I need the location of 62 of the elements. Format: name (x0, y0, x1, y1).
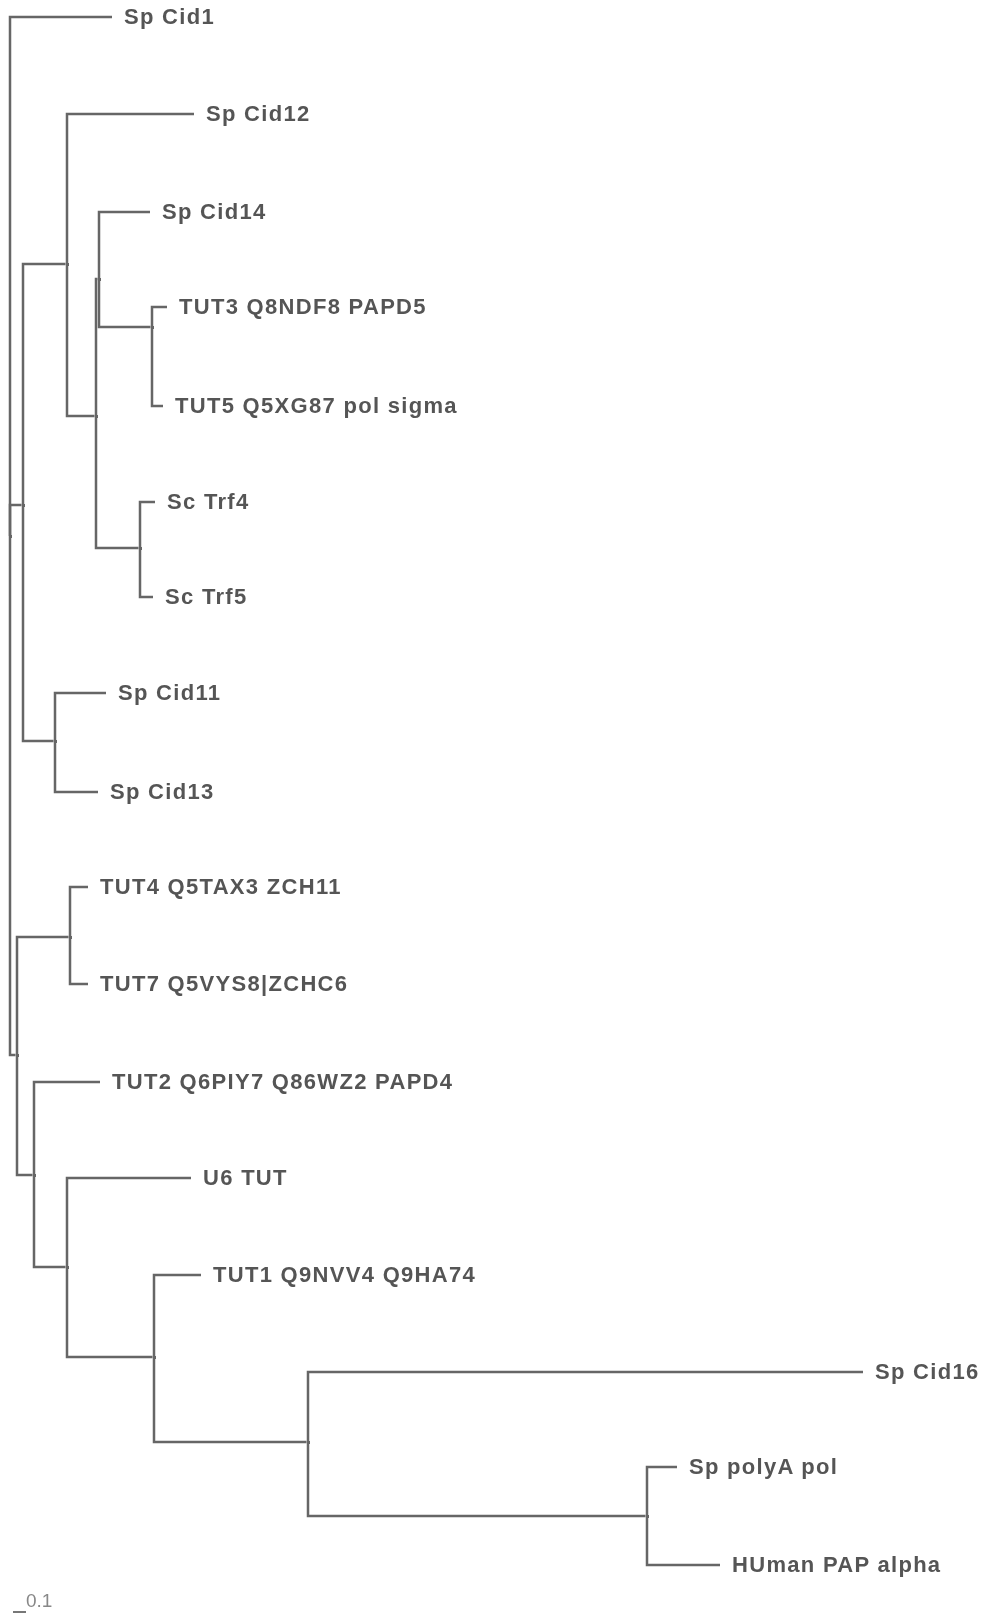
branch-point (306, 1440, 310, 1444)
taxon-label: Sp Cid11 (106, 680, 222, 706)
tree-branch (97, 279, 151, 329)
tree-branch (65, 1267, 153, 1359)
tree-branch (94, 277, 99, 416)
tree-branch (65, 264, 95, 418)
tree-branch (53, 741, 98, 794)
tree-branch (32, 1175, 66, 1269)
tree-branch (21, 505, 54, 743)
tree-branch (65, 112, 194, 264)
branch-point (97, 277, 101, 281)
branch-point (15, 1053, 19, 1057)
branch-point (21, 503, 25, 507)
taxon-label: HUman PAP alpha (720, 1552, 942, 1578)
tree-branch (15, 935, 69, 1055)
branch-point (138, 546, 142, 550)
tree-branch (21, 262, 66, 505)
branch-point (32, 1173, 36, 1177)
branch-point (68, 935, 72, 939)
tree-branch (94, 416, 139, 550)
branch-point (150, 325, 154, 329)
taxon-label: Sp Cid13 (98, 779, 215, 805)
tree-branch (138, 500, 155, 548)
tree-branch (306, 1442, 646, 1518)
branch-point (645, 1514, 649, 1518)
taxon-label: TUT3 Q8NDF8 PAPD5 (167, 294, 427, 320)
tree-branch (645, 1465, 677, 1516)
taxon-label: Sp Cid14 (150, 199, 267, 225)
tree-branch (65, 1176, 191, 1267)
taxon-label: Sc Trf4 (155, 489, 250, 515)
tree-branch (306, 1370, 863, 1442)
tree-branch (8, 536, 16, 1057)
taxon-label: Sc Trf5 (153, 584, 248, 610)
tree-branch (152, 1273, 201, 1357)
tree-branch (32, 1080, 100, 1175)
branch-point (94, 414, 98, 418)
tree-branch (68, 885, 88, 937)
taxon-label: U6 TUT (191, 1165, 288, 1191)
taxon-label: TUT5 Q5XG87 pol sigma (163, 393, 458, 419)
taxon-label: Sp Cid1 (112, 4, 215, 30)
tree-branch (150, 305, 167, 327)
branch-point (53, 739, 57, 743)
taxon-label: Sp Cid12 (194, 101, 311, 127)
scale-value: 0.1 (26, 1590, 53, 1612)
tree-branch (645, 1516, 720, 1567)
taxon-label: TUT2 Q6PIY7 Q86WZ2 PAPD4 (100, 1069, 454, 1095)
taxon-label: Sp Cid16 (863, 1359, 980, 1385)
tree-branch (15, 1055, 33, 1177)
branch-point (65, 262, 69, 266)
taxon-label: Sp polyA pol (677, 1454, 839, 1480)
tree-branch (97, 210, 150, 279)
branch-point (152, 1355, 156, 1359)
tree-branch (150, 327, 163, 408)
tree-branch (53, 691, 106, 741)
branch-point (65, 1265, 69, 1269)
tree-branch (8, 503, 22, 536)
taxon-label: TUT7 Q5VYS8|ZCHC6 (88, 971, 349, 997)
taxon-label: TUT4 Q5TAX3 ZCH11 (88, 874, 342, 900)
taxon-label: TUT1 Q9NVV4 Q9HA74 (201, 1262, 477, 1288)
tree-branch (138, 548, 153, 599)
tree-branch (68, 937, 88, 986)
tree-branch (152, 1357, 307, 1444)
